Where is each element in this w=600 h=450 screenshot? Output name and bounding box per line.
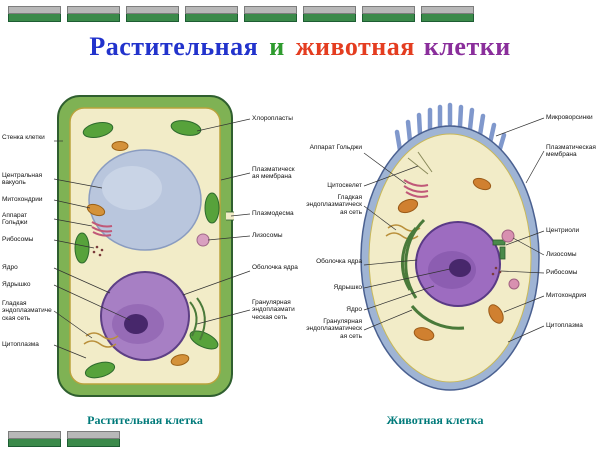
diagram-label: Ядро [2,264,18,271]
decor-bar-segment [303,6,356,22]
diagram-label: Стенка клетки [2,134,45,141]
decor-bar-segment [185,6,238,22]
decor-bar-segment [126,6,179,22]
diagram-label: Микроворсинки [546,114,593,121]
title-word-animal: животная [295,32,415,61]
diagram-label: Ядро [346,306,362,313]
decor-top-bars [8,6,474,22]
decor-bar-segment [67,6,120,22]
diagram-label: Аппарат Гольджи [2,212,28,227]
animal-cell-caption: Животная клетка [386,413,484,427]
diagram-label: Митохондрии [2,196,43,203]
plant-cell-caption: Растительная клетка [87,413,203,427]
diagram-label: Центральная вакуоль [2,172,43,187]
diagram-label: Хлоропласты [252,115,293,122]
diagram-label: Оболочка ядра [316,258,362,265]
diagram-label: Гранулярная эндоплазматическая сеть [306,318,362,340]
diagram-label: Лизосомы [546,251,577,258]
title-word-plant: Растительная [89,32,259,61]
animal-cell-diagram: Аппарат Гольджи Цитоскелет Гладкая эндоп… [300,88,600,420]
animal-cell-illustration [360,102,545,391]
diagram-label: Аппарат Гольджи [309,144,362,151]
diagram-label: Плазматическая мембрана [546,144,596,159]
diagram-label: Цитоскелет [327,182,362,189]
diagram-label: Плазматическая мембрана [252,166,295,181]
diagram-label: Ядрышко [2,281,31,288]
plant-cell-diagram: Стенка клетки Центральная вакуоль Митохо… [0,88,300,420]
diagram-label: Оболочка ядра [252,264,298,271]
diagram-label: Гладкая эндоплазматическая сеть [2,300,52,322]
decor-bar-segment [8,431,61,447]
diagram-label: Митохондрия [546,292,587,299]
plant-cell-illustration [53,95,251,397]
diagram-label: Лизосомы [252,232,283,239]
decor-bar-segment [362,6,415,22]
diagram-label: Плазмодесма [252,210,294,217]
decor-bottom-bars [8,431,120,447]
diagram-label: Ядрышко [333,284,362,291]
page-title: Растительная и животная клетки [0,32,600,62]
decor-bar-segment [421,6,474,22]
diagram-label: Гранулярная эндоплазматическая сеть [252,299,295,321]
decor-bar-segment [244,6,297,22]
diagram-label: Гладкая эндоплазматическая сеть [306,194,362,216]
title-word-cells: клетки [423,32,511,61]
decor-bar-segment [67,431,120,447]
diagram-label: Рибосомы [546,269,578,276]
diagram-label: Центриоли [546,227,580,234]
title-word-and: и [269,32,285,61]
diagram-label: Рибосомы [2,236,34,243]
diagram-label: Цитоплазма [2,341,39,348]
decor-bar-segment [8,6,61,22]
diagram-label: Цитоплазма [546,322,583,329]
